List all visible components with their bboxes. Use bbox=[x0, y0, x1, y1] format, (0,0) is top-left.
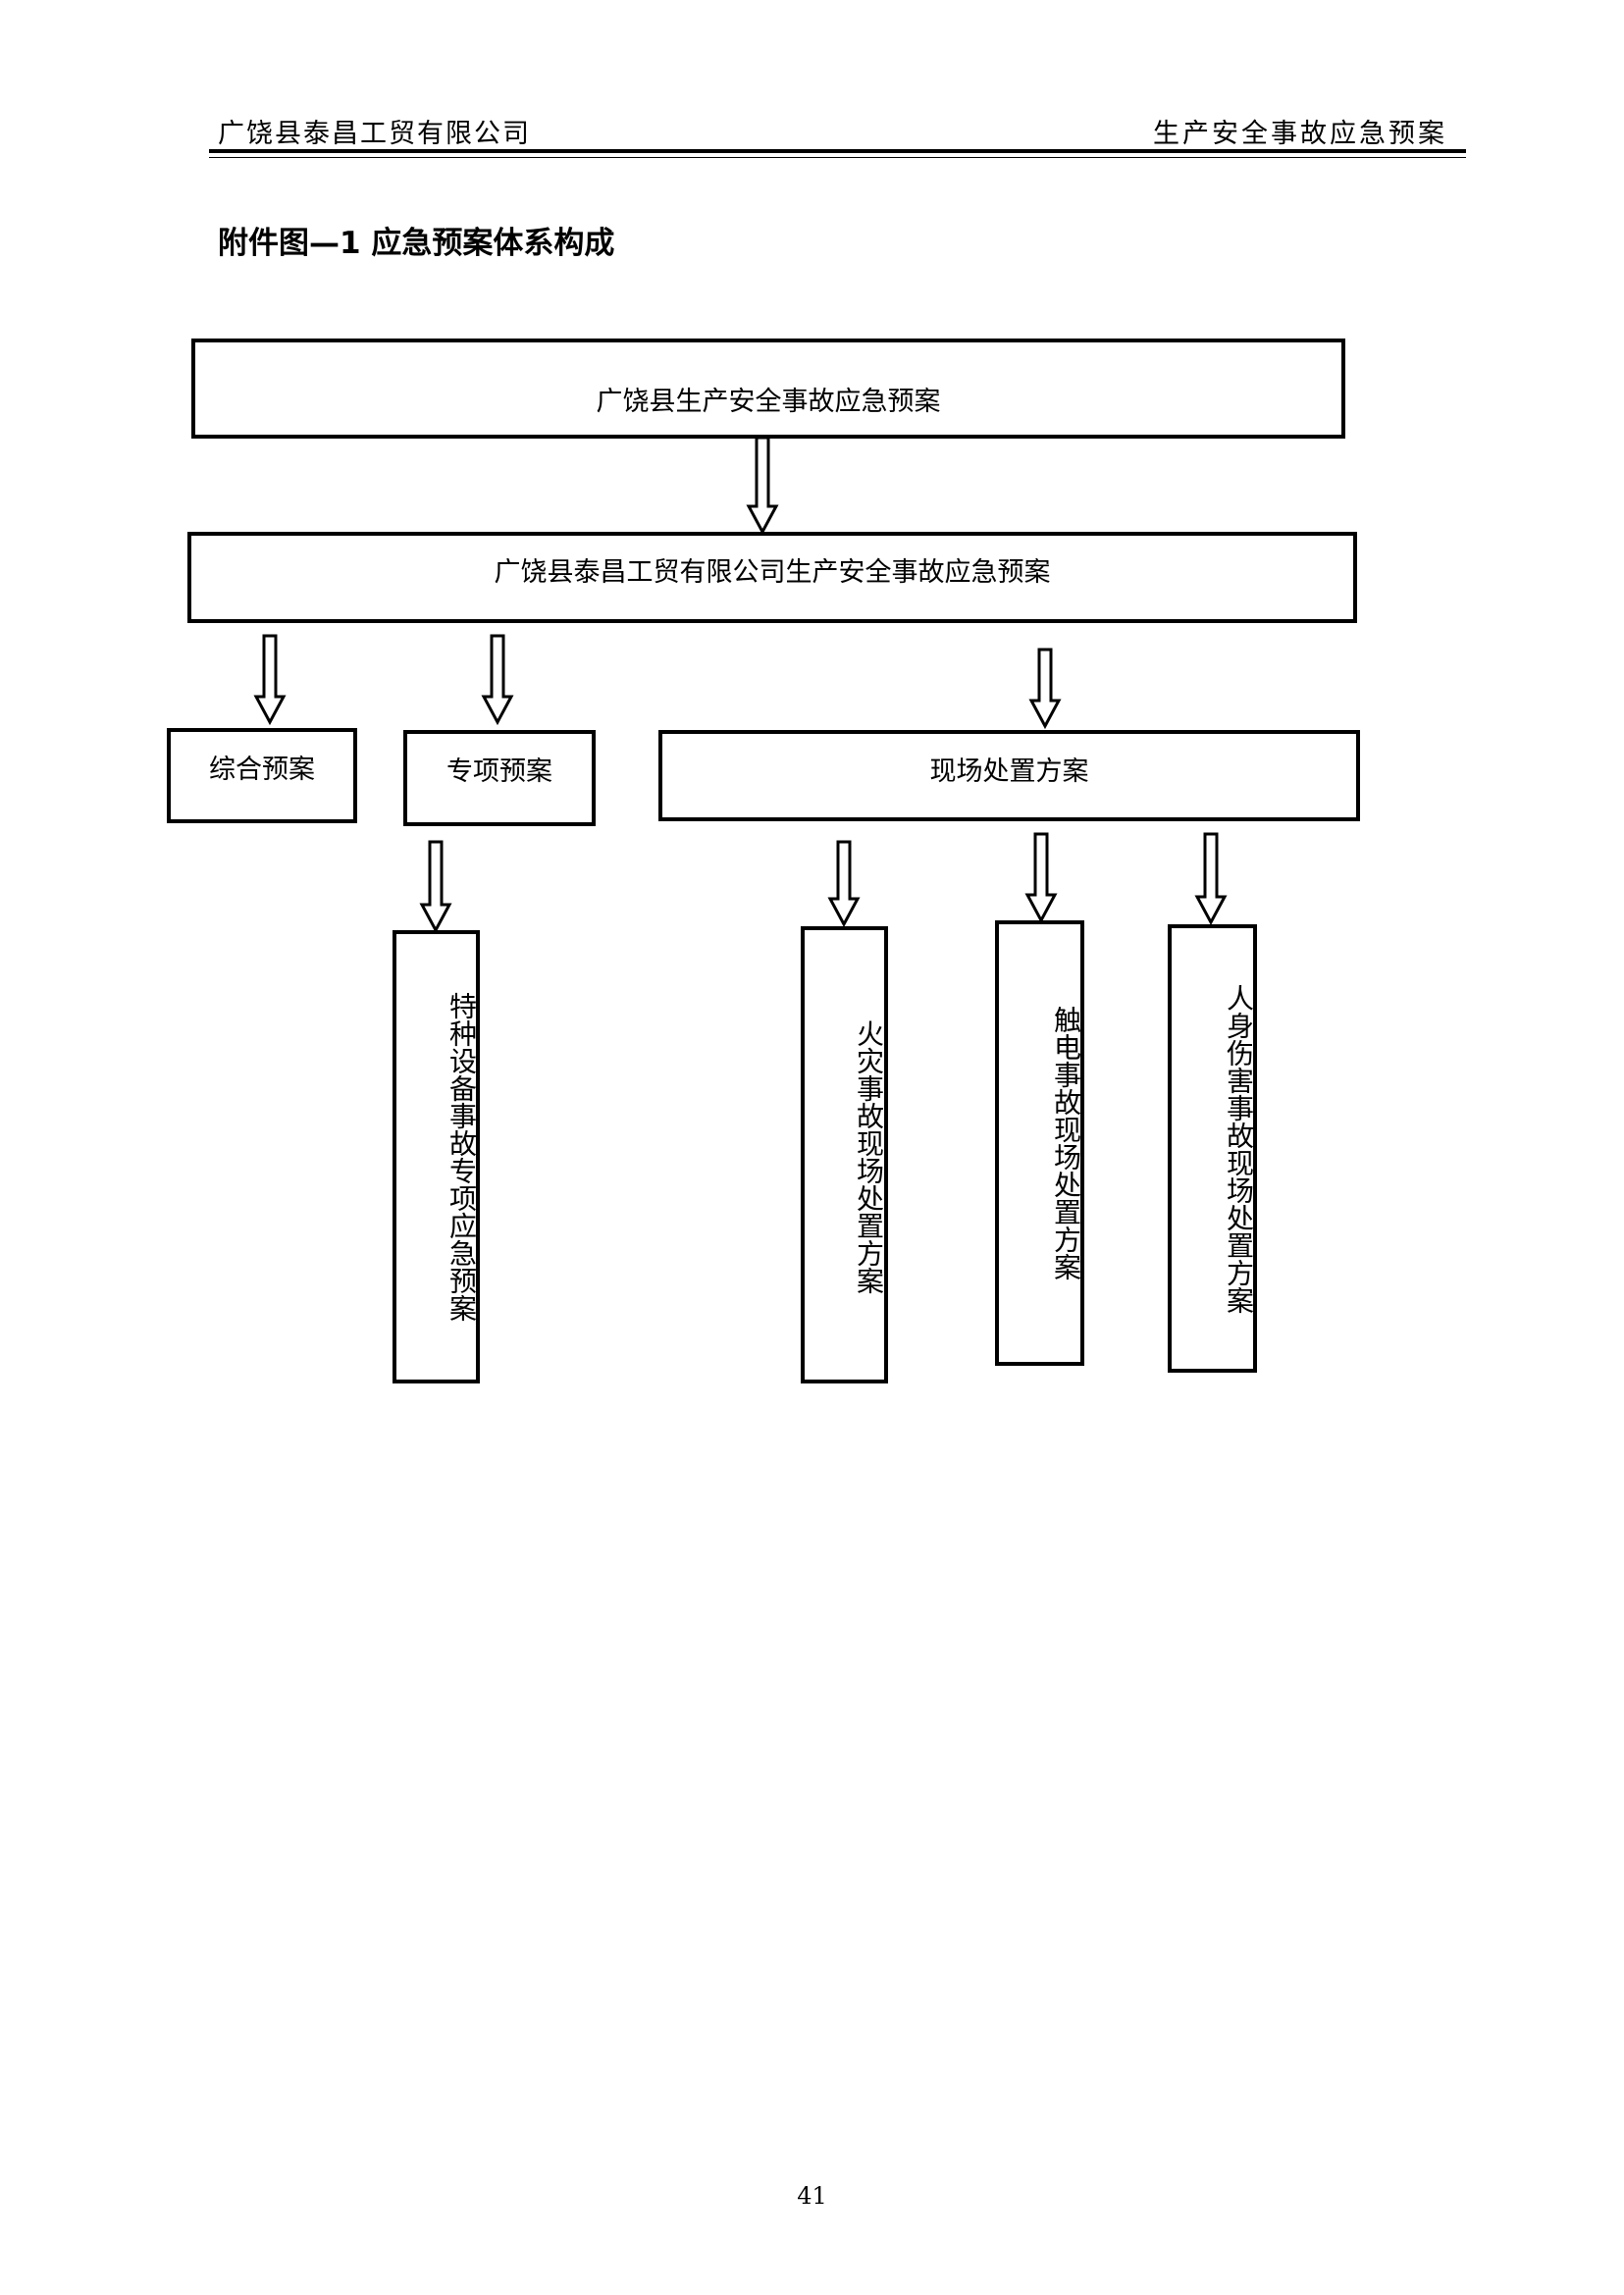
header-company: 广饶县泰昌工贸有限公司 bbox=[218, 119, 531, 149]
special-equipment-plan-label: 特种设备事故专项应急预案 bbox=[445, 992, 478, 1322]
county-plan-label: 广饶县生产安全事故应急预案 bbox=[596, 387, 941, 417]
general-plan-box: 综合预案 bbox=[167, 728, 357, 823]
header-divider-thick bbox=[209, 149, 1466, 153]
injury-plan-box: 人身伤害事故现场处置方案 bbox=[1168, 924, 1257, 1373]
special-plan-box: 专项预案 bbox=[403, 730, 596, 826]
arrow-onsite-to-injury bbox=[1194, 832, 1228, 926]
fire-plan-box: 火灾事故现场处置方案 bbox=[801, 926, 888, 1383]
arrow-onsite-to-electric bbox=[1024, 832, 1058, 924]
general-plan-label: 综合预案 bbox=[209, 755, 315, 785]
figure-title: 附件图—1 应急预案体系构成 bbox=[218, 226, 615, 261]
arrow-company-to-special bbox=[481, 634, 514, 726]
header-divider-thin bbox=[209, 157, 1466, 158]
injury-plan-label: 人身伤害事故现场处置方案 bbox=[1223, 984, 1255, 1314]
arrow-county-to-company bbox=[746, 436, 779, 536]
arrow-onsite-to-fire bbox=[827, 840, 861, 928]
special-plan-label: 专项预案 bbox=[446, 756, 552, 787]
electric-plan-label: 触电事故现场处置方案 bbox=[1050, 1006, 1082, 1280]
company-plan-label: 广饶县泰昌工贸有限公司生产安全事故应急预案 bbox=[494, 557, 1051, 588]
page-number: 41 bbox=[797, 2182, 827, 2210]
arrow-company-to-general bbox=[253, 634, 287, 726]
fire-plan-label: 火灾事故现场处置方案 bbox=[853, 1019, 885, 1294]
county-plan-box: 广饶县生产安全事故应急预案 bbox=[191, 339, 1345, 439]
arrow-special-to-equipment bbox=[419, 840, 452, 934]
onsite-plan-box: 现场处置方案 bbox=[658, 730, 1360, 821]
onsite-plan-label: 现场处置方案 bbox=[929, 756, 1089, 787]
company-plan-box: 广饶县泰昌工贸有限公司生产安全事故应急预案 bbox=[187, 532, 1357, 623]
header-document-title: 生产安全事故应急预案 bbox=[1153, 119, 1447, 149]
electric-plan-box: 触电事故现场处置方案 bbox=[995, 920, 1084, 1366]
arrow-company-to-onsite bbox=[1028, 648, 1062, 730]
special-equipment-plan-box: 特种设备事故专项应急预案 bbox=[393, 930, 480, 1383]
